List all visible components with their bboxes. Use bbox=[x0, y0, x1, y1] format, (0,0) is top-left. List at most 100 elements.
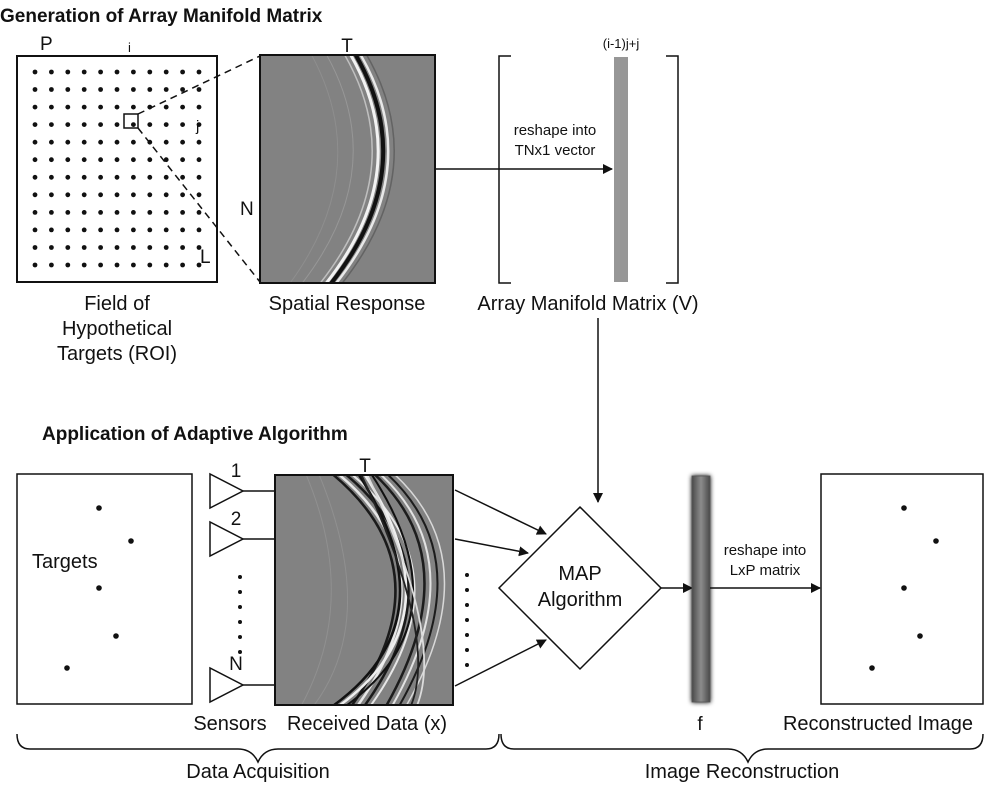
received-data-panel: T Received Data (x) bbox=[274, 456, 454, 735]
roi-caption-line-2: Hypothetical bbox=[62, 318, 172, 340]
roi-grid-point bbox=[32, 69, 38, 75]
roi-grid-point bbox=[49, 104, 54, 110]
roi-grid-point bbox=[98, 139, 103, 145]
roi-grid-point bbox=[163, 192, 169, 198]
roi-grid-point bbox=[81, 69, 87, 75]
roi-grid-point bbox=[196, 87, 202, 92]
roi-grid-point bbox=[65, 69, 71, 75]
data-acquisition-brace bbox=[16, 733, 500, 764]
sensor-2-label: 2 bbox=[231, 509, 242, 530]
roi-grid-point bbox=[131, 139, 136, 145]
roi-grid-point bbox=[49, 227, 54, 233]
roi-grid-point bbox=[114, 210, 120, 215]
spatial-response-panel: T N Spatial Response bbox=[240, 36, 436, 315]
roi-grid-point bbox=[32, 87, 38, 92]
sensor-ellipsis bbox=[238, 575, 242, 654]
roi-label-j: j bbox=[195, 118, 199, 135]
map-label-line-1: MAP bbox=[558, 563, 601, 585]
roi-grid-point bbox=[163, 104, 169, 110]
roi-grid-point bbox=[147, 157, 153, 163]
roi-grid-point bbox=[114, 192, 120, 198]
array-manifold-matrix: (i-1)j+j Array Manifold Matrix (V) bbox=[477, 36, 698, 315]
roi-grid-point bbox=[98, 227, 103, 233]
roi-grid-point bbox=[114, 245, 120, 250]
roi-grid-point bbox=[180, 192, 186, 198]
received-data-frame bbox=[274, 474, 454, 706]
roi-grid-point bbox=[147, 262, 153, 268]
roi-grid-point bbox=[196, 174, 202, 180]
roi-grid-point bbox=[114, 157, 120, 163]
received-data-caption: Received Data (x) bbox=[287, 713, 447, 735]
roi-grid-point bbox=[98, 192, 103, 198]
sensor-1-icon bbox=[209, 472, 245, 510]
manifold-left-bracket bbox=[498, 55, 511, 284]
roi-grid-point bbox=[114, 139, 120, 145]
roi-grid-points bbox=[32, 69, 202, 268]
roi-grid-point bbox=[147, 192, 153, 198]
roi-grid-point bbox=[196, 104, 202, 110]
roi-label-p: P bbox=[40, 34, 53, 55]
roi-grid-point bbox=[147, 227, 153, 233]
reconstructed-image-panel: Reconstructed Image bbox=[783, 473, 984, 735]
data-arrows-ellipsis bbox=[465, 573, 469, 667]
received-data-wavefronts bbox=[301, 475, 446, 705]
sensor-n: N bbox=[209, 654, 275, 704]
roi-grid-point bbox=[98, 245, 103, 250]
roi-grid-point bbox=[81, 87, 87, 92]
roi-grid-point bbox=[49, 192, 54, 198]
roi-grid-point bbox=[65, 157, 71, 163]
roi-grid-point bbox=[147, 69, 153, 75]
roi-grid-point bbox=[81, 210, 87, 215]
roi-grid-point bbox=[49, 157, 54, 163]
sensor-array: 1 2 N Sensors bbox=[193, 461, 275, 735]
roi-grid-point bbox=[196, 139, 202, 145]
spatial-response-background bbox=[260, 55, 435, 283]
roi-grid-point bbox=[32, 210, 38, 215]
reshape-vector-line-2: TNx1 vector bbox=[515, 142, 596, 159]
roi-grid-point bbox=[81, 157, 87, 163]
roi-grid-point bbox=[147, 87, 153, 92]
roi-grid-point bbox=[49, 262, 54, 268]
target-point bbox=[128, 538, 134, 544]
roi-grid-point bbox=[196, 69, 202, 75]
roi-grid-point bbox=[180, 69, 186, 75]
roi-grid-point bbox=[32, 245, 38, 250]
sensors-caption: Sensors bbox=[193, 713, 266, 735]
reshape-vector-line-1: reshape into bbox=[514, 122, 597, 139]
roi-grid-point bbox=[98, 69, 103, 75]
roi-grid-point bbox=[180, 245, 186, 250]
roi-grid-point bbox=[180, 139, 186, 145]
f-vector: f bbox=[691, 475, 711, 735]
spatial-response-caption: Spatial Response bbox=[269, 293, 426, 315]
roi-grid-point bbox=[180, 157, 186, 163]
generation-section-title: Generation of Array Manifold Matrix bbox=[0, 6, 323, 27]
roi-grid-point bbox=[32, 157, 38, 163]
roi-grid-point bbox=[65, 262, 71, 268]
roi-frame bbox=[16, 55, 218, 283]
roi-grid-point bbox=[147, 245, 153, 250]
roi-grid-point bbox=[196, 245, 202, 250]
map-diamond bbox=[497, 505, 663, 671]
roi-grid-point bbox=[196, 210, 202, 215]
roi-grid-point bbox=[131, 69, 136, 75]
spatial-response-label-n: N bbox=[240, 199, 254, 220]
target-point bbox=[113, 633, 119, 639]
roi-grid-point bbox=[98, 174, 103, 180]
roi-grid-point bbox=[98, 87, 103, 92]
roi-grid-point bbox=[49, 69, 54, 75]
roi-grid-point bbox=[131, 210, 136, 215]
zoom-line-bottom bbox=[137, 127, 261, 283]
roi-grid-point bbox=[114, 87, 120, 92]
manifold-column-label: (i-1)j+j bbox=[603, 36, 640, 51]
roi-grid-point bbox=[98, 262, 103, 268]
roi-grid-point bbox=[32, 104, 38, 110]
roi-grid-point bbox=[65, 245, 71, 250]
roi-grid-point bbox=[196, 192, 202, 198]
targets-label: Targets bbox=[32, 551, 98, 573]
reconstructed-point bbox=[933, 538, 939, 544]
targets-frame bbox=[16, 473, 193, 705]
manifold-column-vector bbox=[614, 57, 628, 282]
roi-grid-point bbox=[65, 87, 71, 92]
roi-grid-point bbox=[131, 192, 136, 198]
